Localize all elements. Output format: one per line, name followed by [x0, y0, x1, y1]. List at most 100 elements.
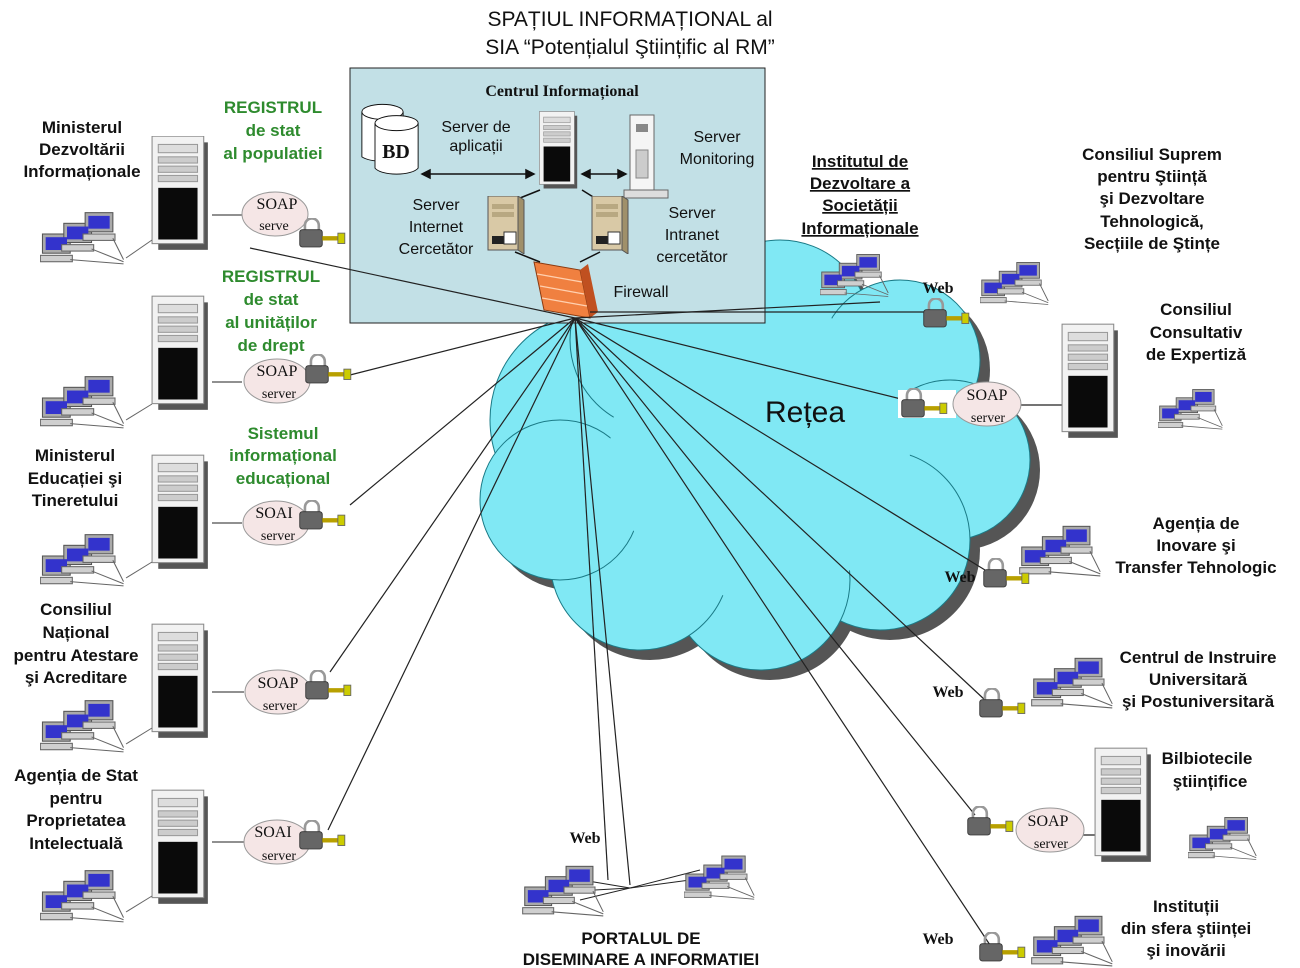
supreme-name-1: Consiliul Suprem	[1082, 145, 1222, 164]
connection-lines	[249, 247, 1100, 946]
workstations-icon	[40, 376, 125, 429]
registry-3-line-1: Sistemul	[248, 424, 319, 443]
registry-3-line-3: educațional	[236, 469, 330, 488]
agency-name-2: Inovare şi	[1156, 536, 1235, 555]
app-server-label-2: aplicații	[449, 138, 502, 155]
left-node-5-name-2: pentru	[50, 789, 103, 808]
soap-label: SOAP	[258, 675, 299, 692]
workstations-icon	[1031, 657, 1113, 709]
workstations-icon	[684, 855, 755, 900]
monitoring-label-1: Server	[693, 129, 741, 146]
left-node-1-name-1: Ministerul	[42, 118, 122, 137]
left-node-4-name-4: şi Acreditare	[25, 668, 127, 687]
agency-name-1: Agenția de	[1153, 514, 1240, 533]
network-label: Rețea	[765, 396, 845, 429]
supreme-name-2: pentru Ştiință	[1097, 167, 1207, 186]
left-node-3-name-1: Ministerul	[35, 446, 115, 465]
workstations-icon	[40, 870, 125, 923]
soap-server-badge	[241, 191, 309, 237]
soap-sublabel: server	[262, 387, 297, 402]
left-node-5-name-3: Proprietatea	[26, 811, 126, 830]
padlock-icon	[306, 354, 351, 383]
workstations-icon	[40, 534, 125, 587]
left-node-5: Agenția de Stat pentru Proprietatea Inte…	[14, 766, 345, 923]
registry-1-line-1: REGISTRUL	[224, 98, 322, 117]
registry-2-line-3: al unităților	[225, 313, 317, 332]
intranet-label-3: cercetător	[656, 249, 728, 266]
left-node-4-name-3: pentru Atestare	[13, 646, 138, 665]
institute-name-4: Informaționale	[801, 219, 918, 238]
registry-1-line-3: al populatiei	[223, 144, 322, 163]
innovation-agency-node: Agenția de Inovare şi Transfer Tehnologi…	[944, 514, 1277, 587]
soap-sublabel: server	[263, 699, 298, 714]
server-tower-icon	[151, 136, 209, 250]
diagram-title-line2: SIA “Potențialul Ştiințific al RM”	[485, 36, 774, 59]
consultative-council-node: Consiliul Consultativ de Expertiză SOAP …	[898, 300, 1247, 439]
left-node-3: Ministerul Educației şi Tineretului Sist…	[28, 424, 345, 587]
server-tower-icon	[151, 295, 209, 411]
padlock-icon	[980, 688, 1025, 717]
training-name-3: şi Postuniversitară	[1122, 692, 1275, 711]
supreme-council-node: Consiliul Suprem pentru Ştiință şi Dezvo…	[922, 145, 1222, 327]
consultative-name-2: Consultativ	[1150, 323, 1243, 342]
left-node-1: Ministerul Dezvoltării Informaționale RE…	[23, 98, 344, 265]
workstations-icon	[40, 212, 125, 265]
left-node-3-name-2: Educației şi	[28, 469, 122, 488]
firewall-label: Firewall	[613, 284, 668, 301]
center-arrows	[420, 168, 628, 263]
web-label: Web	[932, 684, 963, 701]
soap-sublabel: server	[1034, 837, 1069, 852]
monitoring-label-2: Monitoring	[680, 151, 755, 168]
libraries-node: Bilbiotecile ştiințifice SOAP server	[968, 747, 1257, 863]
soap-sublabel: serve	[259, 219, 289, 234]
center-title: Centrul Informațional	[485, 83, 639, 101]
training-name-1: Centrul de Instruire	[1120, 648, 1277, 667]
institute-node: Institutul de Dezvoltare a Societății In…	[801, 152, 919, 297]
database-label: BD	[382, 141, 410, 163]
left-node-4: Consiliul Național pentru Atestare şi Ac…	[13, 600, 351, 753]
institute-name-2: Dezvoltare a	[810, 174, 911, 193]
institutions-node: Instituții din sfera ştiinței şi inovări…	[922, 897, 1251, 967]
intranet-label-2: Intranet	[665, 227, 720, 244]
soap-sublabel: server	[971, 411, 1006, 426]
dissemination-portal: Web PORTALUL DE DISEMINARE A INFORMATIEI	[522, 830, 759, 968]
padlock-icon	[300, 820, 345, 849]
internet-label-2: Internet	[409, 219, 464, 236]
application-server-icon	[539, 111, 578, 189]
soap-server-badge	[1015, 807, 1085, 853]
registry-1-line-2: de stat	[246, 121, 301, 140]
soap-label: SOAP	[1028, 813, 1069, 830]
portal-label-2: DISEMINARE A INFORMATIEI	[523, 950, 759, 968]
institutions-name-3: şi inovării	[1146, 941, 1225, 960]
workstations-icon	[1019, 525, 1101, 577]
institute-name-1: Institutul de	[812, 152, 908, 171]
soap-sublabel: server	[261, 529, 296, 544]
left-node-1-name-2: Dezvoltării	[39, 140, 125, 159]
portal-label-1: PORTALUL DE	[581, 929, 700, 948]
intranet-server-icon	[591, 196, 629, 254]
left-node-4-name-1: Consiliul	[40, 600, 112, 619]
padlock-icon	[306, 670, 351, 699]
web-label: Web	[944, 569, 975, 586]
server-tower-icon	[1094, 747, 1152, 863]
institutions-name-1: Instituții	[1153, 897, 1219, 916]
soap-label: SOAP	[257, 196, 298, 213]
internet-label-3: Cercetător	[399, 241, 474, 258]
soap-server-badge	[952, 381, 1022, 427]
server-tower-icon	[151, 623, 209, 739]
padlock-icon	[968, 806, 1013, 835]
supreme-name-4: Tehnologică,	[1100, 212, 1204, 231]
left-node-4-name-2: Național	[42, 623, 109, 642]
server-tower-icon	[151, 454, 209, 570]
consultative-name-1: Consiliul	[1160, 300, 1232, 319]
app-server-label-1: Server de	[441, 119, 510, 136]
registry-2-line-1: REGISTRUL	[222, 267, 320, 286]
workstations-icon	[1188, 817, 1257, 860]
workstations-icon	[1031, 915, 1113, 967]
soap-label: SOAI	[255, 505, 292, 522]
soap-label: SOAI	[254, 824, 291, 841]
libraries-name-2: ştiințifice	[1173, 772, 1248, 791]
left-node-3-name-3: Tineretului	[32, 491, 119, 510]
left-node-5-name-4: Intelectuală	[29, 834, 123, 853]
registry-2-line-4: de drept	[237, 336, 304, 355]
